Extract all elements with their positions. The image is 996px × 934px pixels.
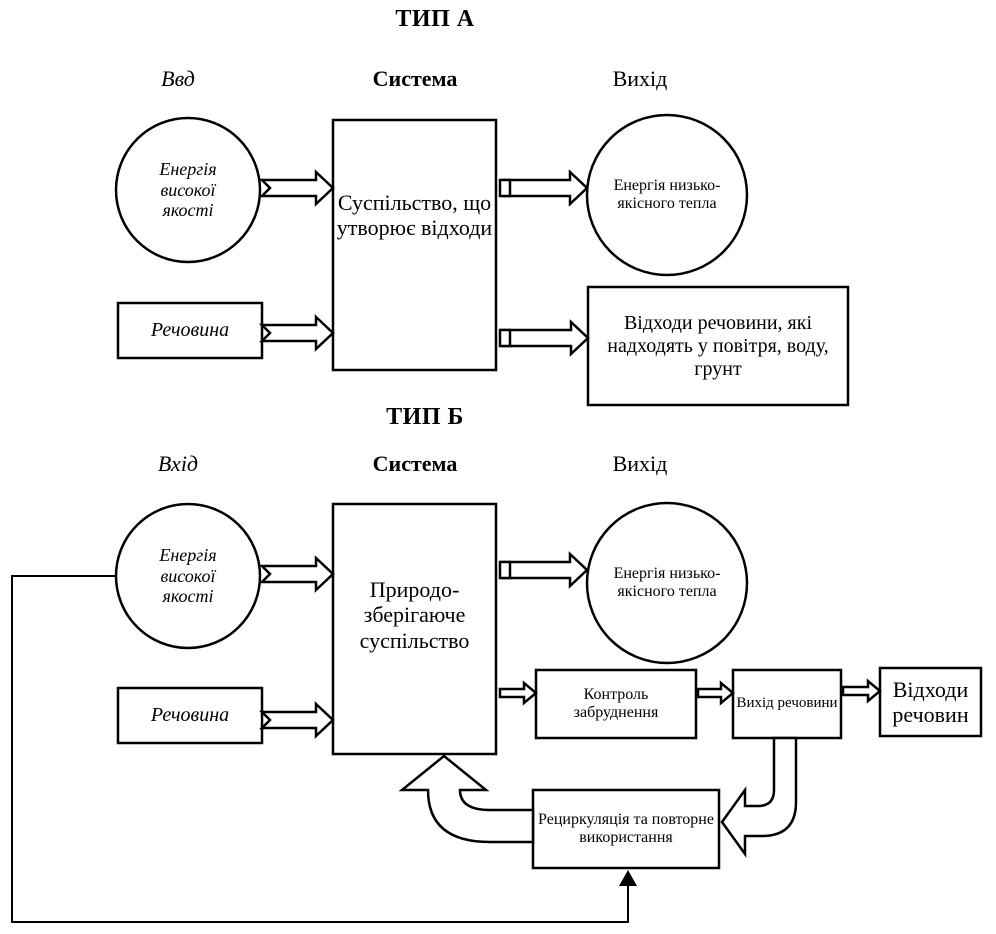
type-a-energy-out-label: Енергія низько-якісного тепла — [613, 176, 721, 212]
type-a-energy-out-circle — [585, 113, 749, 277]
type-b-arrow-to-waste — [841, 678, 882, 704]
type-b-pollution-control-box — [534, 668, 698, 740]
type-b-substance-output-label: Вихід речовини — [736, 695, 838, 712]
type-b-arrow-energy-out-cap — [498, 560, 512, 580]
type-a-output-header: Вихід — [612, 66, 668, 91]
type-b-arrow-energy-out — [500, 551, 589, 589]
type-b-substance-label: Речовина — [150, 704, 230, 726]
type-a-substance-label: Речовина — [150, 319, 230, 341]
type-a-energy-in-label: Енергія високої якості — [159, 158, 217, 221]
type-b-output-header: Вихід — [612, 451, 668, 476]
type-b-input-header: Вхід — [157, 451, 199, 476]
type-b-substance-box — [116, 686, 264, 745]
type-b-arrow-energy-in — [258, 555, 335, 593]
type-b-arrow-output-to-recycling — [720, 736, 798, 858]
type-a-arrow-energy-in — [258, 169, 335, 207]
type-b-feedback-arrowhead — [619, 870, 637, 886]
type-a-arrow-energy-out — [500, 169, 589, 207]
type-a-title: ТИП А — [395, 6, 475, 32]
type-b-system-label: Природо-зберігаюче суспільство — [359, 577, 470, 653]
type-b-pollution-control-label: Контроль забруднення — [573, 685, 659, 721]
type-b-recycling-box — [531, 788, 721, 870]
type-b-energy-in-label: Енергія високої якості — [159, 544, 217, 607]
type-a-waste-box — [586, 285, 850, 407]
type-b-title: ТИП Б — [386, 404, 464, 430]
type-b-system-header: Система — [372, 451, 458, 476]
type-b-arrow-recycling-to-system — [398, 754, 535, 844]
type-b-arrow-substance-in — [258, 701, 335, 739]
type-a-input-header: Ввд — [161, 66, 195, 91]
type-b-waste-box — [878, 666, 983, 738]
type-b-energy-out-label: Енергія низько-якісного тепла — [613, 564, 721, 600]
type-b-energy-out-circle — [585, 501, 749, 665]
type-b-arrow-to-substance-output — [696, 680, 735, 706]
type-a-energy-in-circle — [114, 116, 262, 264]
type-a-substance-box — [116, 301, 264, 360]
type-b-system-box — [331, 502, 498, 756]
type-a-waste-label: Відходи речовини, які надходять у повітр… — [607, 311, 829, 380]
type-a-system-box — [331, 118, 498, 372]
type-b-recycling-label: Рециркуляція та повторне використання — [538, 810, 714, 846]
type-a-arrow-energy-out-cap — [498, 178, 512, 198]
type-a-arrow-waste-out — [500, 319, 590, 357]
type-a-arrow-waste-out-cap — [498, 328, 512, 348]
type-b-arrow-to-pollution-control — [498, 680, 538, 706]
type-a-system-label: Суспільство, що утворює відходи — [336, 189, 493, 240]
type-b-feedback-line — [11, 575, 629, 923]
type-a-arrow-substance-in — [258, 314, 335, 352]
type-a-system-header: Система — [372, 66, 458, 91]
type-b-waste-label: Відходи речовин — [892, 676, 969, 727]
